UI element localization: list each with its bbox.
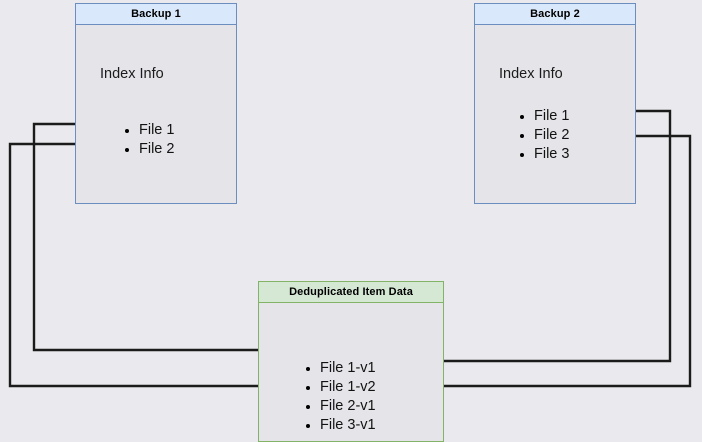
deduplicated-item-data-box[interactable]: Deduplicated Item Data File 1-v1 File 1-… [258, 281, 444, 442]
backup-1-index-info-label: Index Info [100, 66, 164, 82]
list-item: File 1-v2 [305, 378, 376, 397]
deduplicated-item-data-header: Deduplicated Item Data [259, 282, 443, 303]
backup-2-header: Backup 2 [475, 4, 635, 25]
backup-1-body: Index Info File 1 File 2 [76, 25, 236, 203]
backup-2-index-info-label: Index Info [499, 66, 563, 82]
list-item: File 2-v1 [305, 397, 376, 416]
list-item: File 2 [519, 126, 569, 145]
list-item: File 3 [519, 145, 569, 164]
list-item: File 1 [519, 107, 569, 126]
backup-1-box[interactable]: Backup 1 Index Info File 1 File 2 [75, 3, 237, 204]
deduplicated-item-data-body: File 1-v1 File 1-v2 File 2-v1 File 3-v1 [259, 303, 443, 441]
list-item: File 2 [124, 140, 174, 159]
backup-2-file-list: File 1 File 2 File 3 [519, 107, 569, 164]
list-item: File 3-v1 [305, 416, 376, 435]
backup-2-box[interactable]: Backup 2 Index Info File 1 File 2 File 3 [474, 3, 636, 204]
backup-1-file-list: File 1 File 2 [124, 121, 174, 159]
list-item: File 1 [124, 121, 174, 140]
backup-1-header: Backup 1 [76, 4, 236, 25]
list-item: File 1-v1 [305, 359, 376, 378]
deduplicated-file-list: File 1-v1 File 1-v2 File 2-v1 File 3-v1 [305, 359, 376, 435]
backup-2-body: Index Info File 1 File 2 File 3 [475, 25, 635, 203]
